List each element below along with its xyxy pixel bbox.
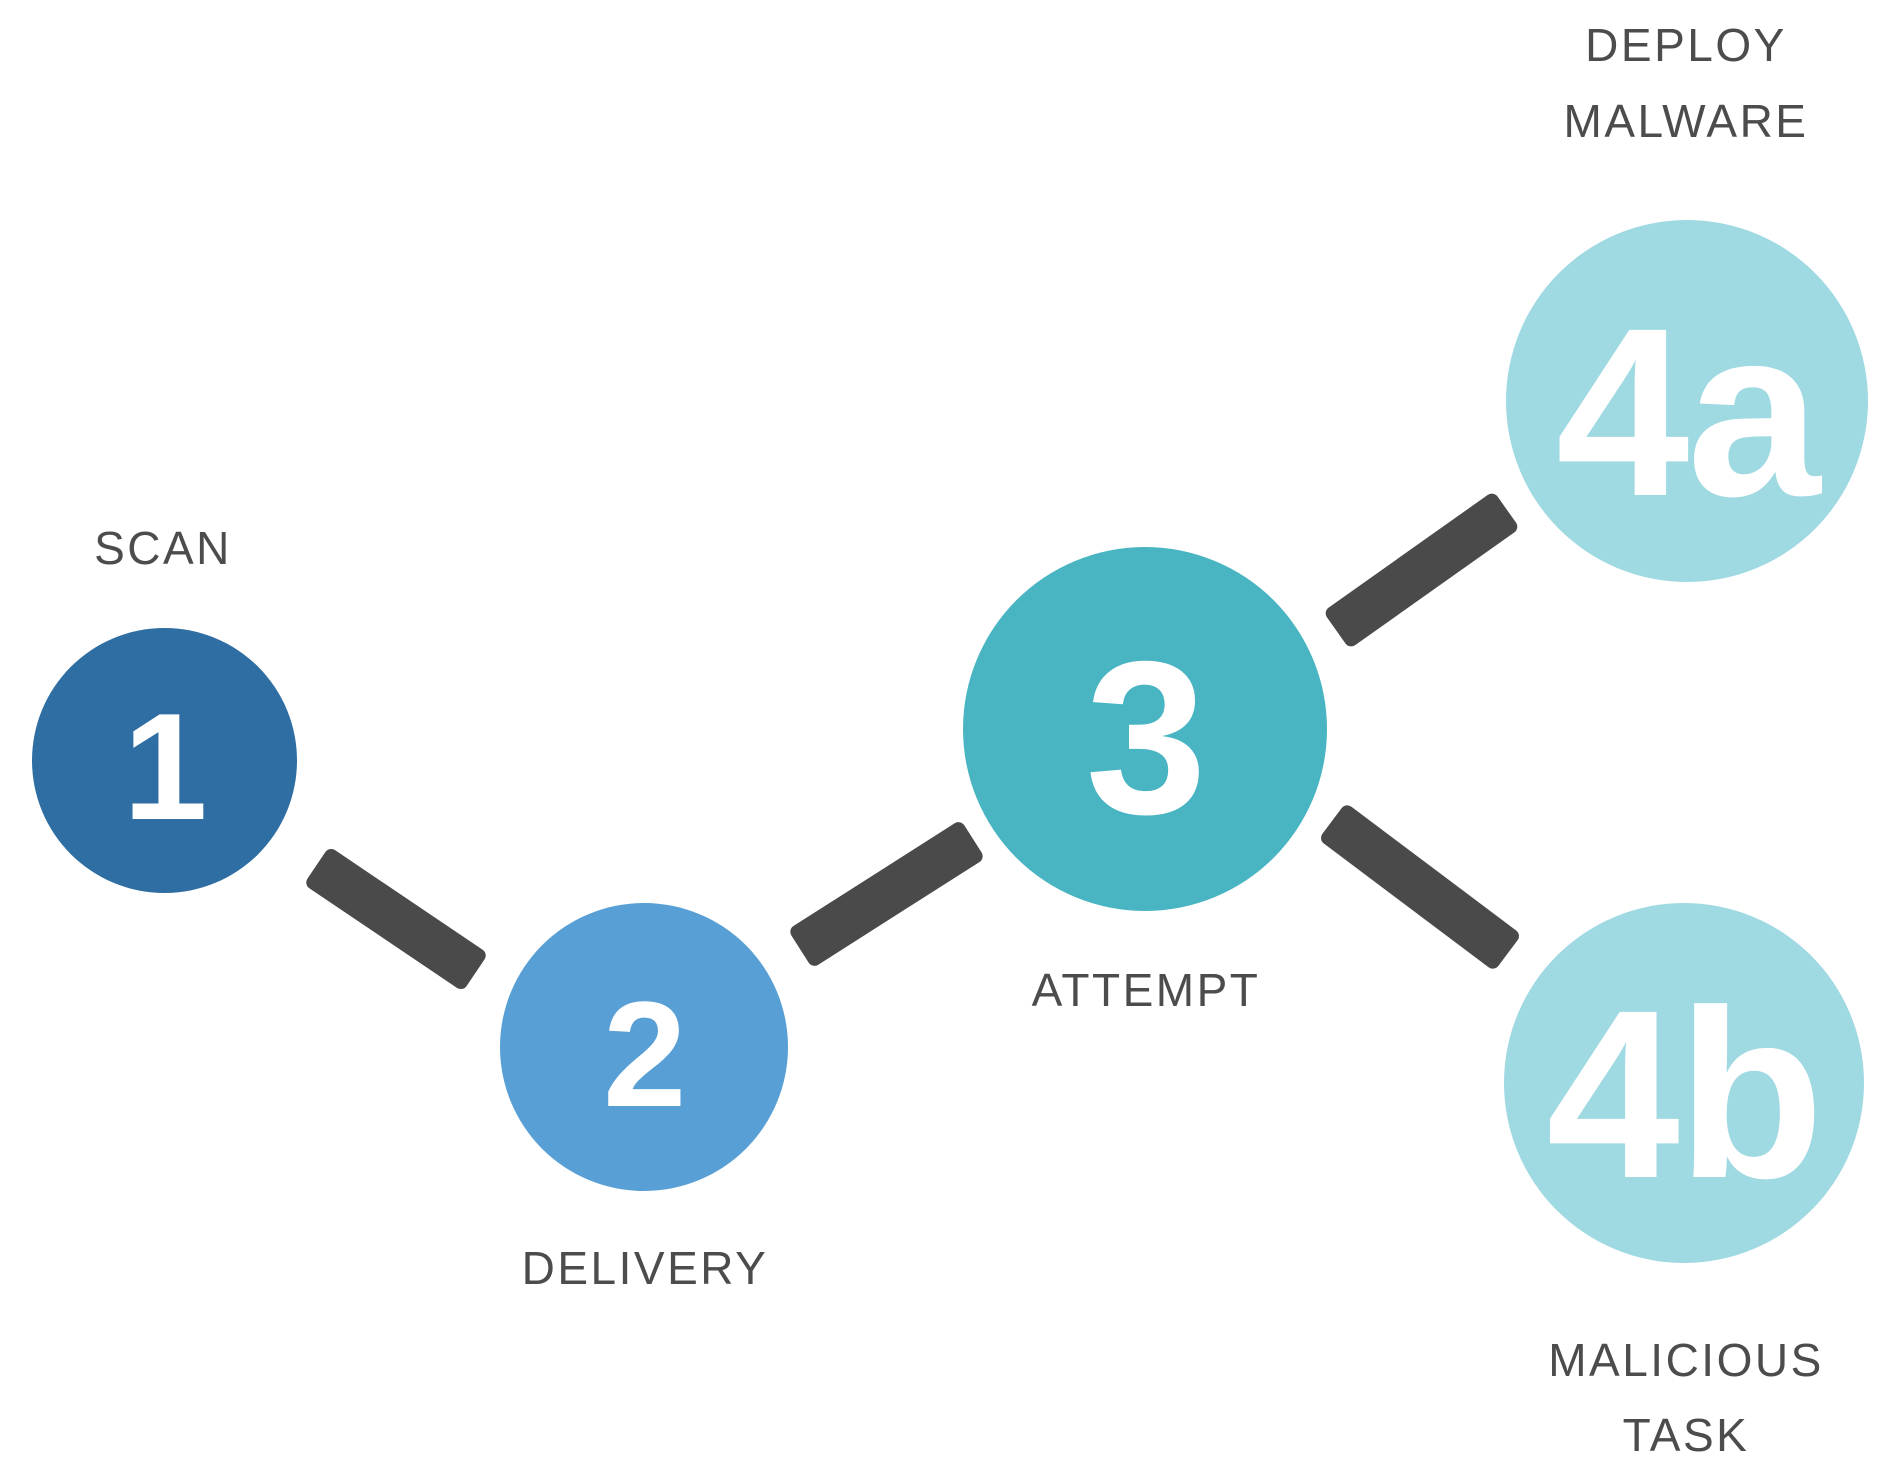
step-label-attempt: ATTEMPT	[1031, 964, 1261, 1016]
step-label-scan: SCAN	[94, 522, 232, 574]
step-number-3: 3	[1085, 616, 1206, 860]
connector-3-4a	[1322, 490, 1521, 650]
step-circle-1: 1	[32, 628, 297, 893]
step-label-delivery: DELIVERY	[521, 1242, 769, 1294]
connector-2-3	[787, 819, 986, 969]
step-circle-4b: 4b	[1504, 903, 1864, 1263]
step-label-malicious-task: MALICIOUS TASK	[1486, 1323, 1886, 1473]
connector-1-2	[303, 846, 489, 992]
step-circle-2: 2	[500, 903, 788, 1191]
step-circle-3: 3	[963, 547, 1327, 911]
step-label-deploy-line1: DEPLOY	[1585, 19, 1787, 71]
step-number-1: 1	[122, 682, 208, 853]
connector-3-4b	[1318, 802, 1522, 972]
step-number-2: 2	[603, 969, 686, 1138]
step-label-malicious-line1: MALICIOUS	[1548, 1334, 1824, 1386]
step-circle-4a: 4a	[1506, 220, 1868, 582]
step-label-malicious-line2: TASK	[1622, 1409, 1750, 1461]
step-label-deploy-malware: DEPLOY MALWARE	[1486, 7, 1886, 159]
step-number-4b: 4b	[1546, 959, 1824, 1228]
step-number-4a: 4a	[1555, 277, 1821, 546]
step-label-deploy-line2: MALWARE	[1563, 95, 1809, 147]
